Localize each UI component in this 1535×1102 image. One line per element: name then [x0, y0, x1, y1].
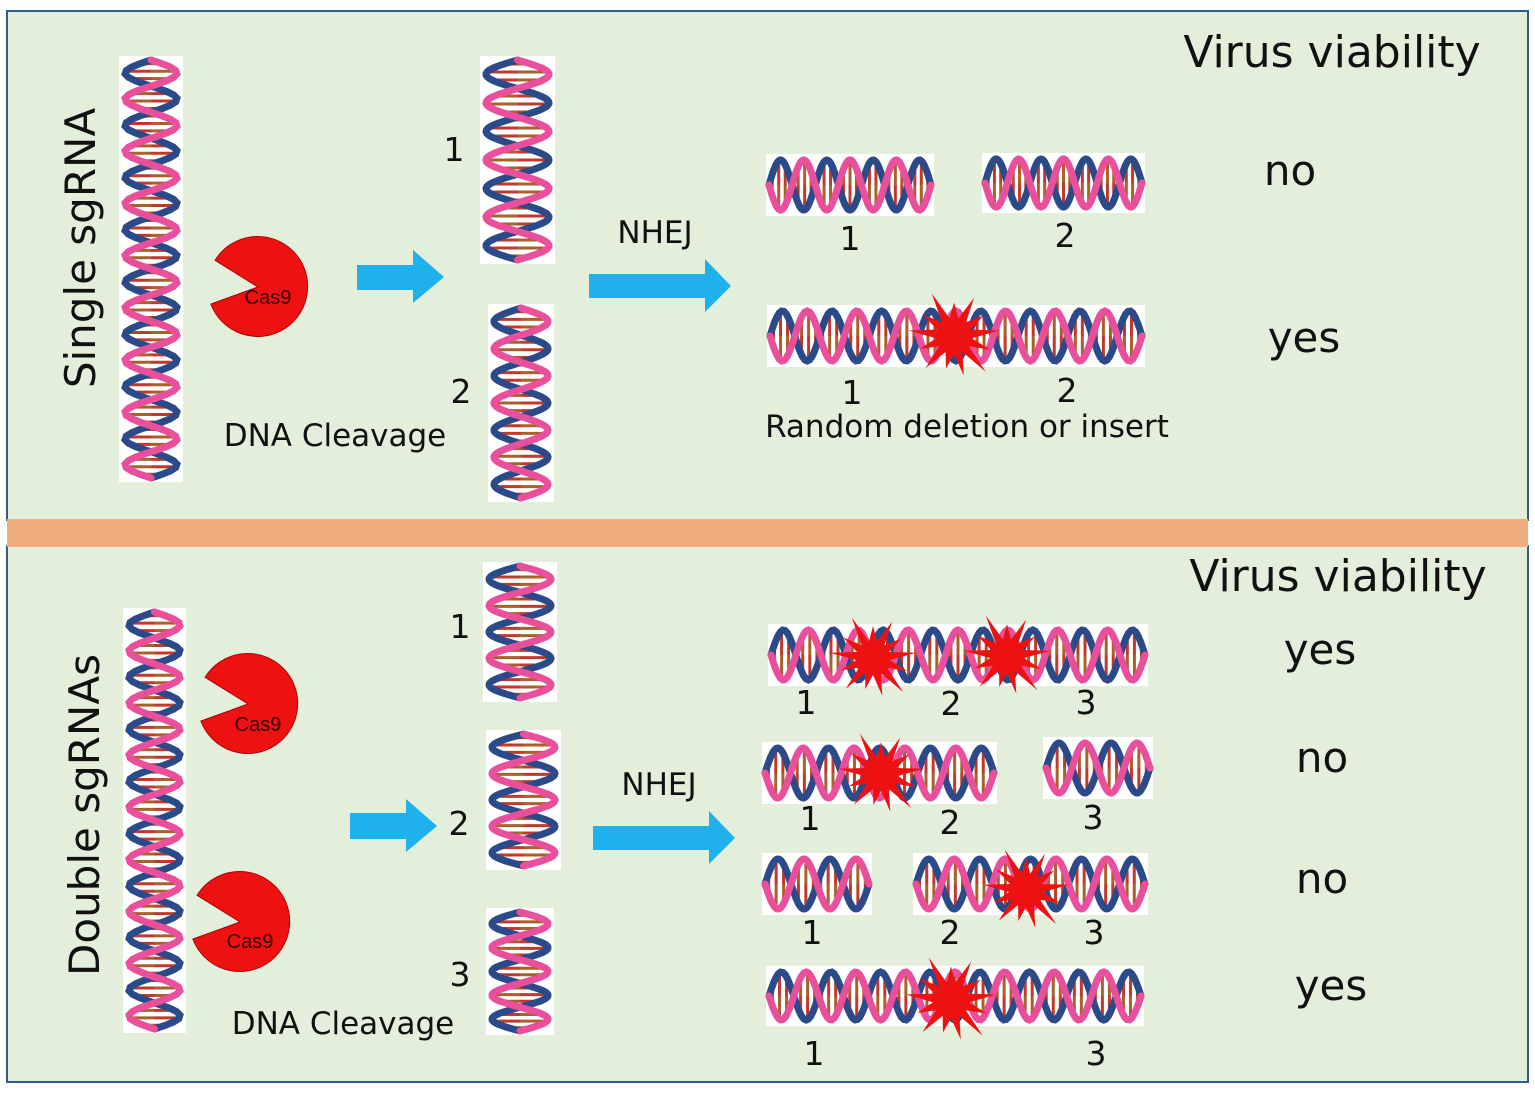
viability-result: yes — [1284, 625, 1357, 674]
dna-helix — [483, 562, 557, 702]
viability-result: yes — [1268, 313, 1341, 362]
cut-burst — [982, 849, 1070, 928]
cas9-shape — [200, 653, 299, 754]
cleavage-arrow — [350, 799, 437, 852]
outcome-number: 3 — [1076, 683, 1097, 722]
outcome-number: 2 — [941, 684, 962, 723]
outcome-number: 1 — [796, 683, 817, 722]
repair-caption: Random deletion or insert — [765, 409, 1169, 445]
cas9-label: Cas9 — [245, 287, 292, 309]
cut-burst — [905, 957, 997, 1040]
outcome-number: 3 — [1084, 913, 1105, 952]
nhej-arrow — [589, 259, 731, 312]
top-viability-header: Virus viability — [1183, 27, 1480, 78]
fragment-number: 2 — [451, 372, 472, 411]
cas9-shape — [192, 871, 291, 972]
dna-helix — [480, 56, 555, 264]
outcome-number: 3 — [1083, 798, 1104, 837]
bottom-nhej-label: NHEJ — [621, 767, 696, 803]
cleavage-arrow — [357, 250, 444, 303]
cut-burst — [837, 733, 925, 812]
dna-helix — [765, 154, 935, 216]
outcome-number: 2 — [1055, 216, 1076, 255]
cut-burst — [908, 293, 1000, 376]
fragment-number: 2 — [449, 804, 470, 843]
dna-helix-layer — [119, 56, 1154, 1040]
cas9-enzyme: Cas9 — [192, 871, 291, 972]
bottom-cleavage-label: DNA Cleavage — [232, 1006, 455, 1042]
top-side-label: Single sgRNA — [56, 108, 105, 389]
outcome-number: 3 — [1086, 1034, 1107, 1073]
viability-result: no — [1296, 733, 1348, 782]
cut-burst — [829, 617, 917, 696]
outcome-number: 1 — [840, 219, 861, 258]
dna-helix — [119, 56, 183, 482]
nhej-arrow — [593, 811, 735, 864]
bottom-side-label: Double sgRNAs — [60, 654, 109, 976]
dna-helix — [123, 608, 186, 1033]
fragment-number: 1 — [450, 607, 471, 646]
cas9-enzyme: Cas9 — [200, 653, 299, 754]
panel-divider — [7, 519, 1528, 547]
dna-helix — [488, 304, 554, 502]
outcome-number: 2 — [1057, 371, 1078, 410]
dna-helix — [486, 730, 561, 870]
dna-helix — [767, 624, 1149, 686]
dna-helix — [761, 853, 873, 915]
cas9-label: Cas9 — [227, 931, 274, 953]
cas9-enzyme: Cas9 — [210, 236, 309, 337]
cut-burst — [963, 615, 1051, 694]
top-cleavage-label: DNA Cleavage — [224, 418, 447, 454]
outcome-number: 2 — [940, 803, 961, 842]
dna-helix — [486, 908, 554, 1035]
outcome-number: 1 — [800, 799, 821, 838]
dna-helix — [1042, 737, 1154, 799]
outcome-number: 2 — [940, 913, 961, 952]
cas9-label: Cas9 — [235, 714, 282, 736]
fragment-number: 1 — [444, 130, 465, 169]
fragment-number: 3 — [450, 955, 471, 994]
viability-result: no — [1296, 854, 1348, 903]
cas9-shape — [210, 236, 309, 337]
dna-helix — [981, 153, 1146, 213]
outcome-number: 1 — [802, 913, 823, 952]
top-nhej-label: NHEJ — [617, 215, 692, 251]
outcome-number: 1 — [804, 1034, 825, 1073]
outcome-number: 1 — [842, 373, 863, 412]
viability-result: yes — [1295, 961, 1368, 1010]
bottom-viability-header: Virus viability — [1189, 551, 1486, 602]
viability-result: no — [1264, 146, 1316, 195]
